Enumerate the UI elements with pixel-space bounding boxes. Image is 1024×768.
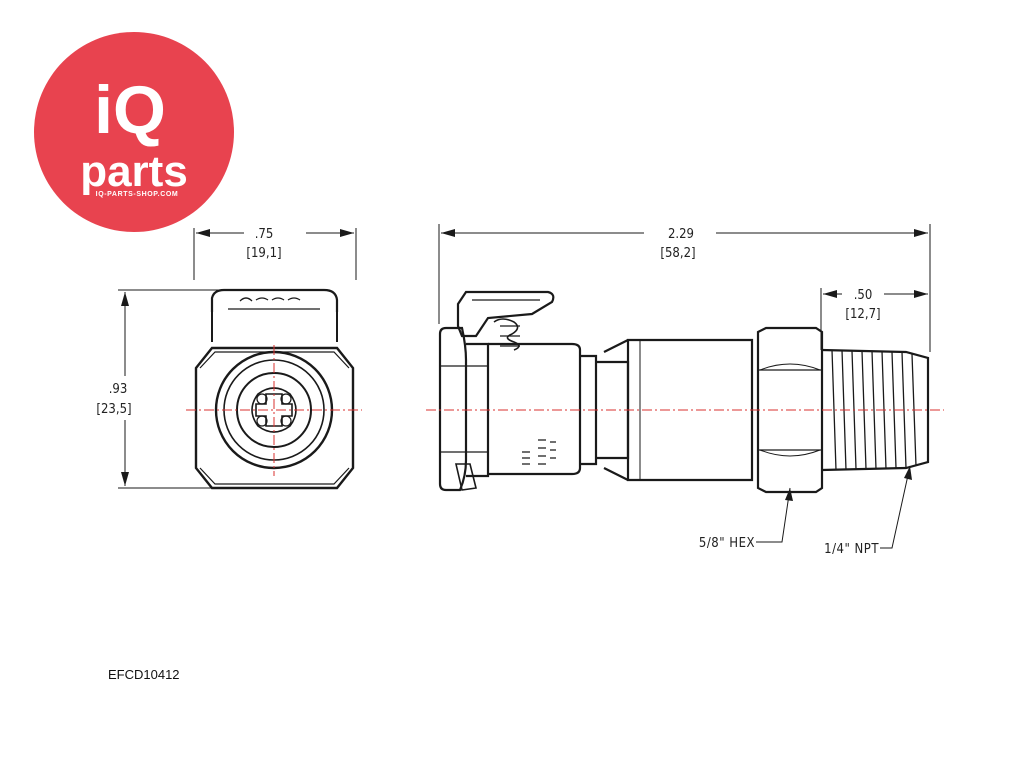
end-view-width-dimension: .75 [19,1] bbox=[196, 227, 354, 261]
thread-callout-label: 1/4" NPT bbox=[824, 542, 879, 557]
iq-parts-logo: iQ parts IQ-PARTS-SHOP.COM bbox=[34, 32, 234, 232]
side-length-mm-label: [58,2] bbox=[660, 246, 695, 261]
thread-length-dimension: .50 [12,7] bbox=[823, 288, 928, 322]
logo-circle bbox=[34, 32, 234, 232]
end-height-inch-label: .93 bbox=[109, 382, 128, 397]
side-view-length-dimension: 2.29 [58,2] bbox=[441, 227, 928, 261]
end-view-height-dimension: .93 [23,5] bbox=[96, 292, 132, 486]
logo-brand-bottom: parts bbox=[80, 147, 188, 196]
thread-callout: 1/4" NPT bbox=[824, 465, 912, 557]
end-width-inch-label: .75 bbox=[255, 227, 274, 242]
side-view bbox=[438, 224, 931, 494]
thread-length-inch-label: .50 bbox=[854, 288, 873, 303]
side-length-inch-label: 2.29 bbox=[668, 227, 694, 242]
end-width-mm-label: [19,1] bbox=[246, 246, 281, 261]
logo-brand-top: iQ bbox=[94, 72, 166, 148]
hex-callout: 5/8" HEX bbox=[699, 487, 793, 551]
end-view-centerlines bbox=[186, 345, 362, 476]
logo-website: IQ-PARTS-SHOP.COM bbox=[96, 191, 179, 198]
part-number-label: EFCD10412 bbox=[108, 667, 180, 682]
end-height-mm-label: [23,5] bbox=[96, 402, 131, 417]
end-view bbox=[118, 228, 357, 490]
thread-length-mm-label: [12,7] bbox=[845, 307, 880, 322]
hex-callout-label: 5/8" HEX bbox=[699, 536, 755, 551]
